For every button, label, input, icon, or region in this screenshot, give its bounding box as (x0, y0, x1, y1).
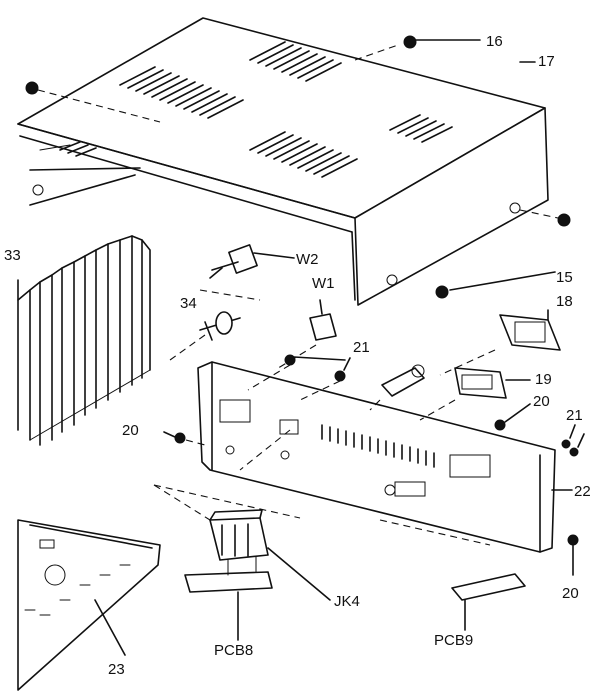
part-18 (439, 309, 561, 376)
heatsink (17, 235, 151, 446)
power-cord-w2 (199, 244, 295, 301)
label-15: 15 (556, 269, 573, 286)
pcb8-jk4 (153, 484, 331, 641)
rear-panel (197, 361, 556, 553)
screw-left-icon (25, 81, 161, 123)
screw-16-icon (354, 35, 481, 61)
part-19 (419, 367, 531, 421)
pcb9 (379, 519, 526, 631)
label-jk4: JK4 (334, 593, 360, 610)
label-18: 18 (556, 293, 573, 310)
strain-relief-34 (169, 311, 241, 361)
label-23: 23 (108, 661, 125, 678)
label-20-upper: 20 (533, 393, 550, 410)
label-19: 19 (535, 371, 552, 388)
label-w2: W2 (296, 251, 319, 268)
label-20-lower: 20 (562, 585, 579, 602)
label-22: 22 (574, 483, 591, 500)
screws-21-icon (247, 354, 351, 401)
label-17: 17 (538, 53, 555, 70)
screw-20-lower-icon (567, 534, 579, 576)
vent-slots (59, 41, 453, 178)
top-cover (17, 17, 549, 306)
label-w1: W1 (312, 275, 335, 292)
screws-21-right-icon (561, 424, 585, 457)
label-20-left: 20 (122, 422, 139, 439)
screws-15-icon (435, 209, 571, 299)
label-33: 33 (4, 247, 21, 264)
label-pcb8: PCB8 (214, 642, 253, 659)
screw-20-upper-icon (494, 403, 531, 431)
label-34: 34 (180, 295, 197, 312)
label-16: 16 (486, 33, 503, 50)
label-21-right: 21 (566, 407, 583, 424)
label-21-top: 21 (353, 339, 370, 356)
screw-20-left-icon (163, 431, 206, 446)
chassis-bottom (17, 519, 161, 691)
label-pcb9: PCB9 (434, 632, 473, 649)
plug-jack-icon (369, 364, 425, 411)
